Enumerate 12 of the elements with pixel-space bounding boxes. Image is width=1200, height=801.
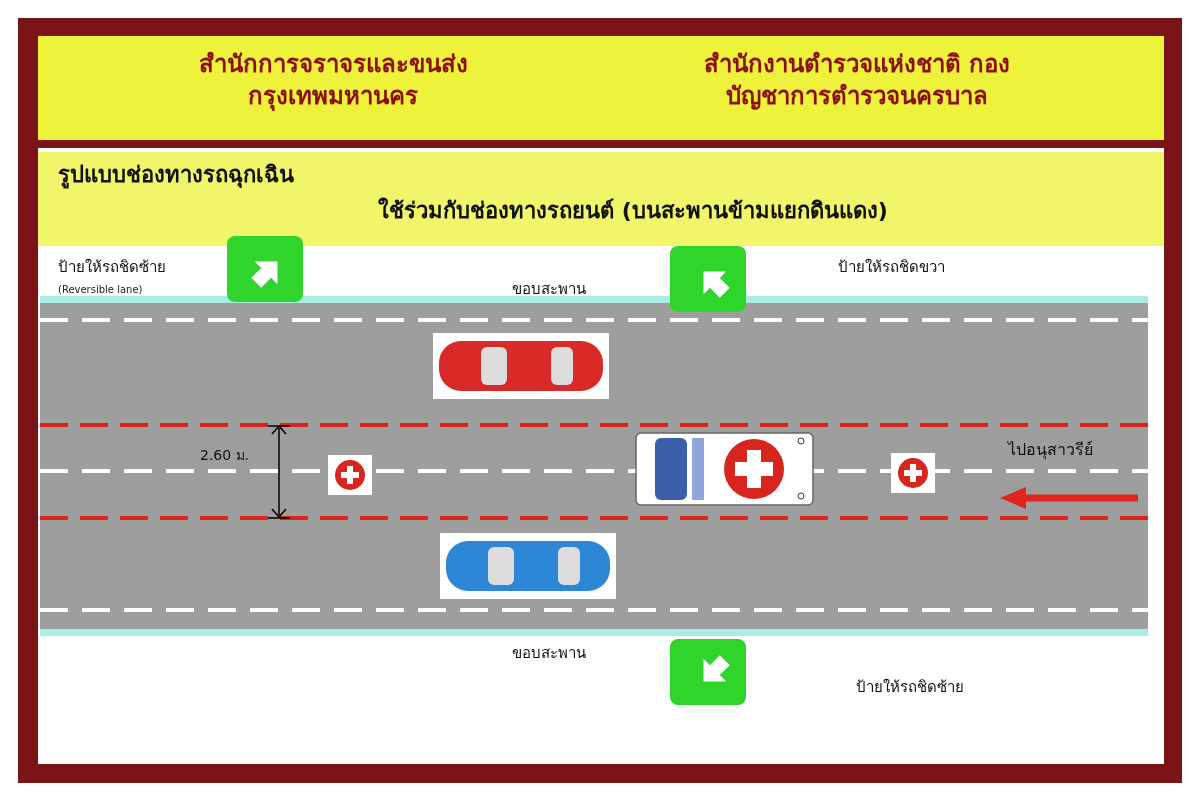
sign-caption: (Reversible lane)	[58, 284, 143, 296]
dimension-label: 2.60 ม.	[200, 447, 250, 464]
subtitle: ใช้ร่วมกับช่องทางรถยนต์ (บนสะพานข้ามแยกดินแดง)	[378, 198, 888, 225]
diagram-title: รูปแบบช่องทางรถฉุกเฉิน	[58, 162, 294, 189]
agency-name: สำนักการจราจรและขนส่ง กรุงเทพมหานคร	[197, 49, 469, 113]
bridge-edge-label: ขอบสะพาน	[512, 644, 586, 662]
sign-caption: ป้ายให้รถชิดซ้าย	[58, 258, 166, 276]
direction-label: ไปอนุสาวรีย์	[1008, 440, 1093, 460]
agency-name: สำนักงานตำรวจแห่งชาติ กองบัญชาการตำรวจนครบาล	[702, 49, 1012, 113]
bridge-edge-label: ขอบสะพาน	[512, 280, 586, 298]
sign-caption: ป้ายให้รถชิดขวา	[838, 258, 945, 276]
sign-caption: ป้ายให้รถชิดซ้าย	[856, 678, 964, 696]
